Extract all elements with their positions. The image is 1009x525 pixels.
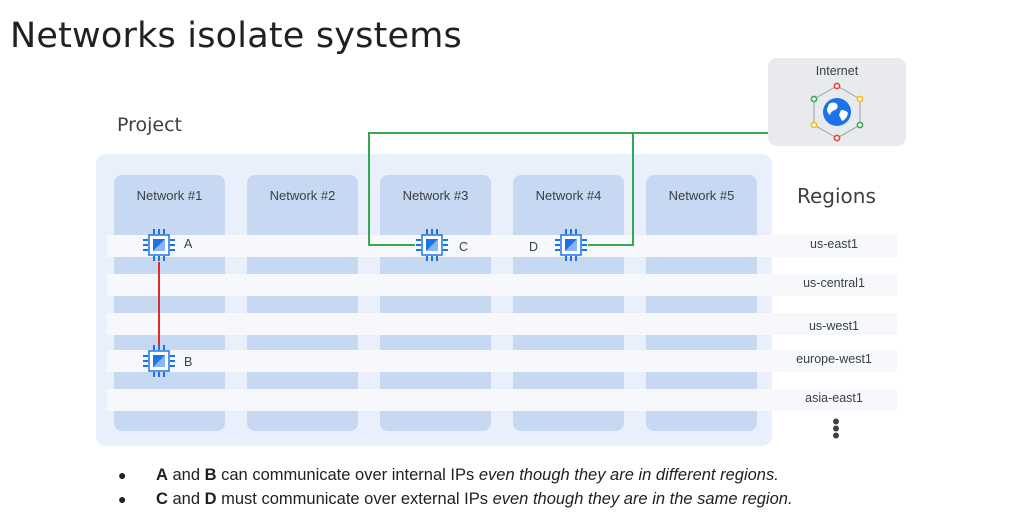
region-band-us-west1: [107, 313, 897, 335]
instance-label: C: [459, 240, 469, 254]
vm-chip-icon: [415, 228, 449, 262]
region-band-europe-west1: [107, 350, 897, 372]
region-label: us-west1: [808, 319, 860, 333]
regions-header: Regions: [797, 184, 876, 208]
bullet-italic-text: even though they are in the same region.: [492, 490, 793, 508]
page-title: Networks isolate systems: [10, 16, 462, 56]
instance-label: B: [184, 355, 193, 369]
bullet-italic-text: even though they are in different region…: [478, 466, 779, 484]
vm-chip-icon: [142, 228, 176, 262]
network-label: Network #3: [402, 188, 469, 203]
project-label: Project: [117, 114, 183, 136]
network-label: Network #2: [269, 188, 336, 203]
region-label: asia-east1: [805, 391, 863, 405]
bullet-bold-text: A: [156, 466, 168, 484]
bullet-icon: ●: [118, 467, 127, 483]
bullet-text: can communicate over internal IPs: [216, 466, 479, 484]
network-1-column: [114, 175, 225, 431]
network-label: Network #4: [535, 188, 602, 203]
bullet-icon: ●: [118, 491, 127, 507]
internet-node: Internet: [768, 58, 906, 146]
region-band-asia-east1: [107, 389, 897, 411]
region-label: europe-west1: [796, 352, 872, 366]
bullet-bold-text: C: [156, 490, 168, 508]
network-label: Network #1: [136, 188, 203, 203]
region-label: us-central1: [803, 276, 865, 290]
globe-icon: [805, 80, 869, 144]
instance-label: D: [529, 240, 539, 254]
bullet-text: and: [167, 490, 205, 508]
network-2-column: [247, 175, 358, 431]
bullet-text: and: [167, 466, 205, 484]
vm-chip-icon: [142, 344, 176, 378]
bullet-bold-text: B: [204, 466, 217, 484]
internet-label: Internet: [815, 64, 859, 78]
more-regions-icon: •••: [832, 409, 840, 448]
region-label: us-east1: [810, 237, 858, 251]
vm-chip-icon: [554, 228, 588, 262]
bullet-bold-text: D: [204, 490, 217, 508]
network-label: Network #5: [668, 188, 735, 203]
region-band-us-central1: [107, 274, 897, 296]
instance-label: A: [184, 237, 193, 251]
bullet-text: must communicate over external IPs: [216, 490, 493, 508]
